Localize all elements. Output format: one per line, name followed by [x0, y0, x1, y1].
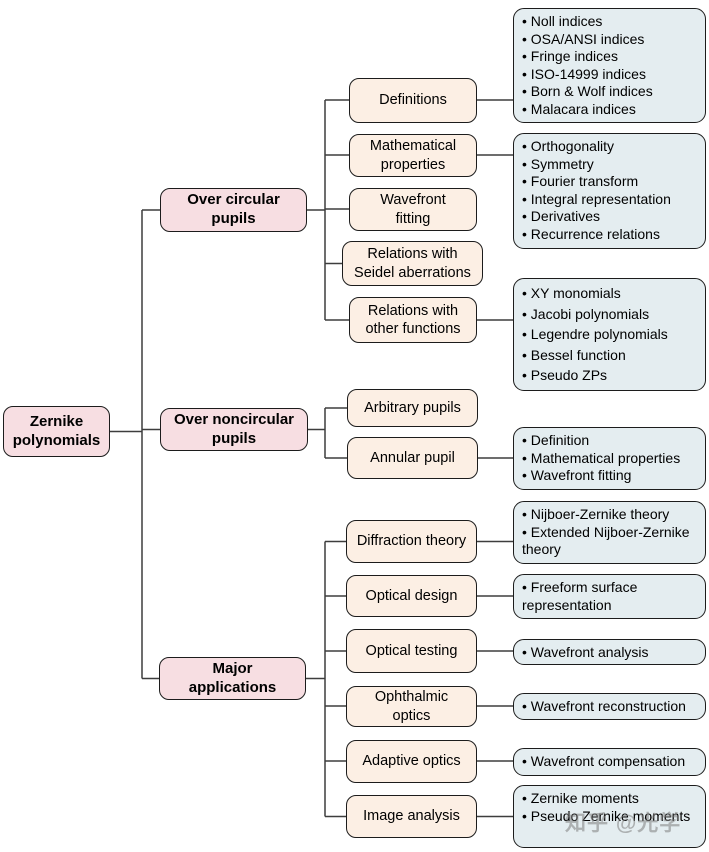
node-relations-other-functions: Relations with other functions: [349, 297, 477, 343]
node-relations-seidel-aberrations: Relations with Seidel aberrations: [342, 241, 483, 286]
list-item: • Wavefront fitting: [522, 467, 632, 483]
list-item: • Extended Nijboer-Zernike theory: [522, 523, 690, 558]
list-item: • Freeform surface representation: [522, 579, 638, 613]
node-adaptive-optics: Adaptive optics: [346, 740, 477, 783]
list-item: • Symmetry: [522, 155, 594, 172]
node-definitions: Definitions: [349, 78, 477, 123]
list-mathematical-properties: • Orthogonality• Symmetry• Fourier trans…: [513, 133, 706, 249]
list-item: • Pseudo ZPs: [522, 367, 608, 383]
node-optical-testing: Optical testing: [346, 629, 477, 673]
node-major-applications: Major applications: [159, 657, 306, 700]
list-optical-testing: • Wavefront analysis: [513, 639, 706, 665]
list-item: • Born & Wolf indices: [522, 83, 653, 99]
list-other-functions: • XY monomials • Jacobi polynomials • Lege…: [513, 278, 706, 391]
list-item: • Wavefront compensation: [522, 753, 686, 769]
list-item: • Pseudo Zernike moments: [522, 807, 691, 824]
node-ophthalmic-optics: Ophthalmic optics: [346, 686, 477, 727]
list-item: • Zernike moments: [522, 790, 639, 806]
node-root: Zernike polynomials: [3, 406, 110, 457]
list-item: • Fourier transform: [522, 173, 639, 189]
list-ophthalmic-optics: • Wavefront reconstruction: [513, 693, 706, 720]
list-item: • Malacara indices: [522, 100, 636, 117]
list-item: • Noll indices: [522, 13, 603, 29]
list-item: • Bessel function: [522, 346, 626, 363]
list-item: • Legendre polynomials: [522, 326, 668, 342]
list-item: • Jacobi polynomials: [522, 305, 650, 322]
list-item: • Fringe indices: [522, 48, 618, 64]
node-mathematical-properties: Mathematical properties: [349, 134, 477, 177]
list-indices: • Noll indices• OSA/ANSI indices• Fringe…: [513, 8, 706, 123]
list-item: • ISO-14999 indices: [522, 65, 646, 82]
node-annular-pupil: Annular pupil: [347, 437, 478, 479]
node-image-analysis: Image analysis: [346, 795, 477, 838]
list-item: • Orthogonality: [522, 138, 615, 154]
node-optical-design: Optical design: [346, 575, 477, 617]
list-diffraction-theory: • Nijboer-Zernike theory• Extended Nijbo…: [513, 501, 706, 564]
list-item: • Mathematical properties: [522, 449, 681, 466]
list-item: • Wavefront reconstruction: [522, 698, 686, 714]
list-item: • Derivatives: [522, 208, 601, 224]
list-item: • OSA/ANSI indices: [522, 30, 645, 47]
list-item: • XY monomials: [522, 285, 621, 301]
list-item: • Definition: [522, 432, 590, 448]
node-arbitrary-pupils: Arbitrary pupils: [347, 389, 478, 427]
node-over-noncircular-pupils: Over noncircular pupils: [160, 408, 308, 451]
node-over-circular-pupils: Over circular pupils: [160, 188, 307, 232]
list-adaptive-optics: • Wavefront compensation: [513, 748, 706, 776]
list-item: • Nijboer-Zernike theory: [522, 506, 670, 522]
list-annular-pupil: • Definition• Mathematical properties• W…: [513, 427, 706, 490]
list-item: • Integral representation: [522, 190, 671, 207]
list-item: • Recurrence relations: [522, 225, 660, 242]
node-diffraction-theory: Diffraction theory: [346, 520, 477, 563]
list-optical-design: • Freeform surface representation: [513, 574, 706, 619]
node-wavefront-fitting: Wavefront fitting: [349, 188, 477, 231]
watermark: 知乎 @光学: [565, 812, 682, 835]
list-item: • Wavefront analysis: [522, 644, 649, 660]
list-image-analysis: • Zernike moments• Pseudo Zernike moment…: [513, 785, 706, 848]
